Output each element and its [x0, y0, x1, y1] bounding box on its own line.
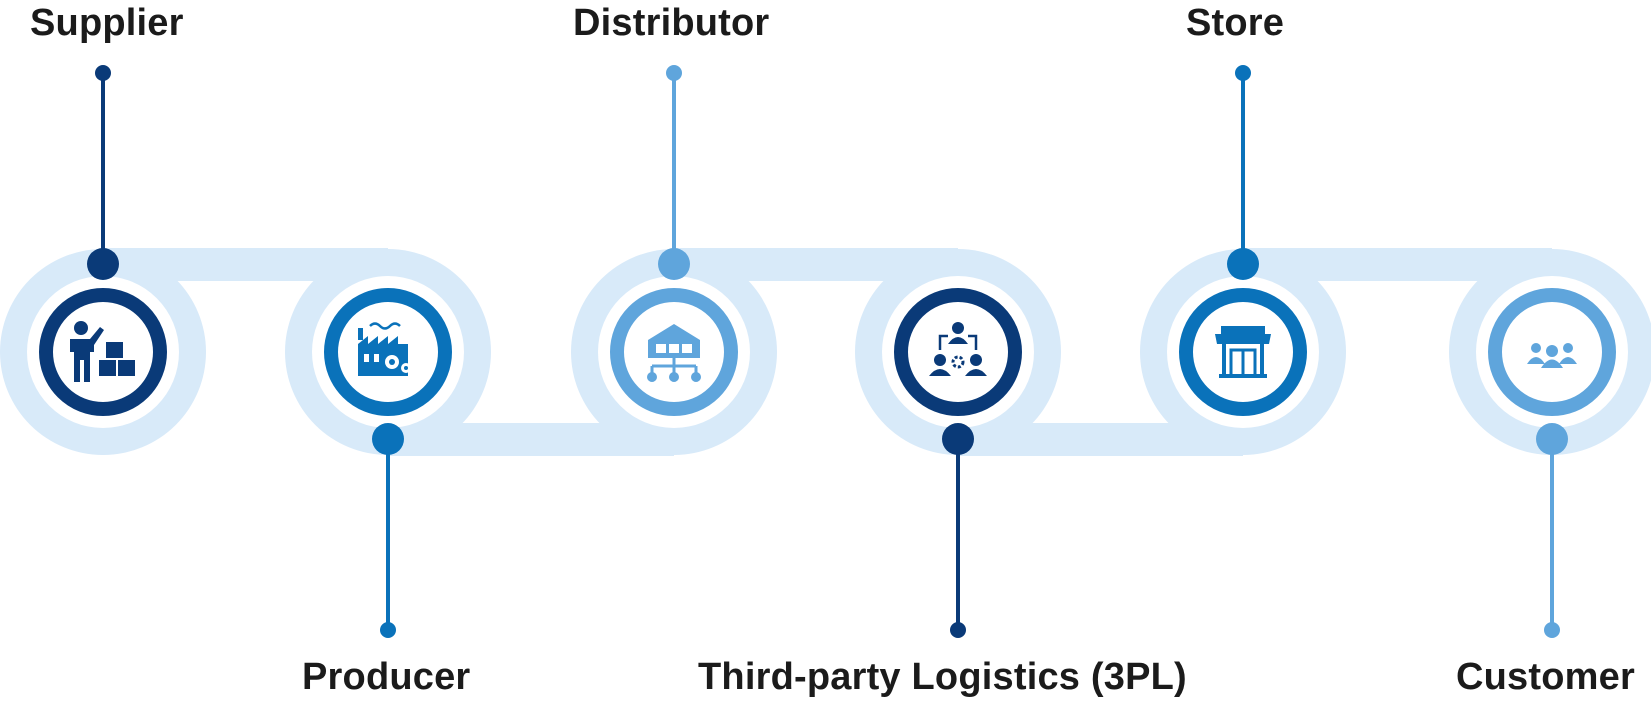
stage-label-3pl: Third-party Logistics (3PL) [698, 656, 1187, 698]
storefront-icon [1215, 326, 1271, 378]
stage-node-6 [1476, 276, 1628, 455]
warehouse-network-icon [647, 324, 701, 382]
stage-ring-1 [39, 288, 167, 416]
track-band-1 [103, 248, 388, 281]
stage-label-customer: Customer [1456, 656, 1635, 698]
connector-dot-3 [658, 248, 690, 280]
flow-track [0, 248, 1651, 456]
stage-node-4 [882, 276, 1034, 455]
stage-ring-3 [610, 288, 738, 416]
stage-node-3 [598, 248, 750, 428]
stage-ring-6 [1488, 288, 1616, 416]
track-band-3 [674, 248, 958, 281]
connector-end-dot-4 [950, 622, 966, 638]
stage-label-distributor: Distributor [573, 2, 770, 44]
connector-end-dot-3 [666, 65, 682, 81]
stage-node-1 [27, 248, 179, 428]
factory-gears-icon [358, 322, 411, 376]
stage-ring-2 [324, 288, 452, 416]
stage-node-2 [312, 276, 464, 455]
track-band-4 [958, 423, 1243, 456]
connector-dot-1 [87, 248, 119, 280]
connector-dot-4 [942, 423, 974, 455]
track-band-5 [1243, 248, 1552, 281]
stage-label-store: Store [1186, 2, 1285, 44]
connector-dot-5 [1227, 248, 1259, 280]
stage-node-5 [1167, 248, 1319, 428]
worker-boxes-icon [70, 321, 135, 382]
connector-end-dot-6 [1544, 622, 1560, 638]
customers-group-icon [1527, 343, 1577, 368]
connector-lines [95, 65, 1560, 638]
stage-ring-5 [1179, 288, 1307, 416]
stage-label-producer: Producer [302, 656, 471, 698]
connector-end-dot-2 [380, 622, 396, 638]
people-network-icon [929, 322, 987, 376]
connector-end-dot-1 [95, 65, 111, 81]
stage-ring-4 [894, 288, 1022, 416]
connector-end-dot-5 [1235, 65, 1251, 81]
stage-label-supplier: Supplier [30, 2, 184, 44]
connector-dot-6 [1536, 423, 1568, 455]
track-band-2 [388, 423, 674, 456]
stage-nodes [27, 248, 1628, 455]
connector-dot-2 [372, 423, 404, 455]
